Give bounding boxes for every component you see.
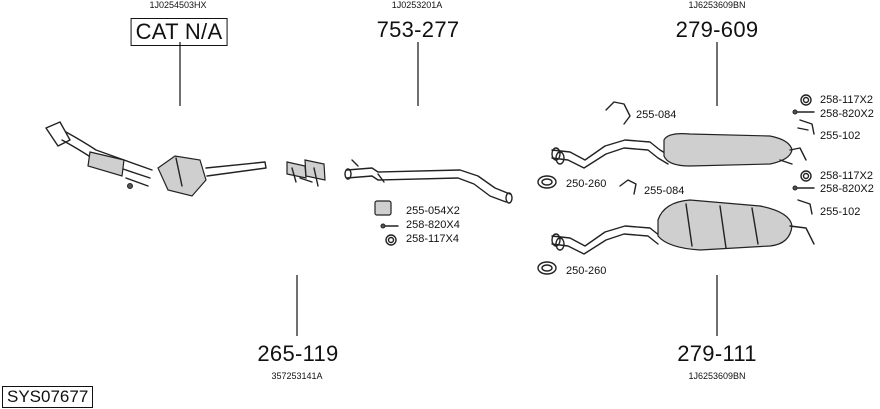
accessory-label: 258-820X4 xyxy=(406,219,460,231)
hanger-icon xyxy=(374,200,392,216)
accessory-label: 250-260 xyxy=(566,265,607,277)
pipe-icon xyxy=(344,159,513,204)
accessory-label: 250-260 xyxy=(566,178,607,190)
accessory-label: 255-102 xyxy=(820,206,861,218)
catalytic-converter-icon xyxy=(45,121,267,197)
system-code: SYS07677 xyxy=(2,386,94,408)
accessory-label: 255-084 xyxy=(644,185,685,197)
accessory-label: 258-820X2 xyxy=(820,183,874,195)
ring-icon xyxy=(800,170,812,182)
accessory-label: 255-054X2 xyxy=(406,205,460,217)
rear-b-oe-number: 1J6253609BN xyxy=(688,371,746,381)
bolt-icon xyxy=(380,223,399,229)
muffler-icon xyxy=(551,101,815,169)
ring-icon xyxy=(800,94,812,106)
ring-icon xyxy=(385,234,397,246)
clamp-part-number[interactable]: 265-119 xyxy=(257,341,339,366)
bolt-icon xyxy=(792,185,815,191)
accessory-label: 258-117X4 xyxy=(406,233,460,245)
accessory-label: 255-084 xyxy=(636,109,677,121)
accessory-label: 258-117X2 xyxy=(820,170,874,182)
cat-oe-number: 1J0254503HX xyxy=(149,0,207,10)
gasket-icon xyxy=(537,261,557,275)
middle-part-number[interactable]: 753-277 xyxy=(376,17,460,42)
middle-oe-number: 1J0253201A xyxy=(391,0,443,10)
bolt-icon xyxy=(792,109,815,115)
muffler-icon xyxy=(551,179,815,255)
rear-a-oe-number: 1J6253609BN xyxy=(688,0,746,10)
accessory-label: 255-102 xyxy=(820,130,861,142)
cat-part-number[interactable]: CAT N/A xyxy=(130,18,228,46)
accessory-label: 258-117X2 xyxy=(820,94,874,106)
gasket-icon xyxy=(537,175,557,189)
rear-a-part-number[interactable]: 279-609 xyxy=(675,17,759,42)
rear-b-part-number[interactable]: 279-111 xyxy=(677,341,757,366)
clamp-icon xyxy=(286,159,326,187)
accessory-label: 258-820X2 xyxy=(820,108,874,120)
clamp-oe-number: 357253141A xyxy=(271,371,323,381)
